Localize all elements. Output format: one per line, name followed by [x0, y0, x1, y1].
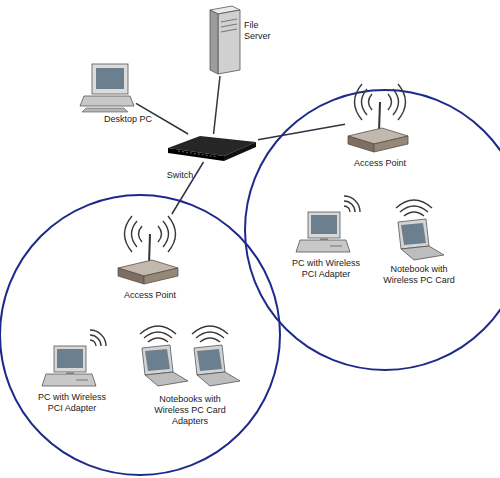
- wireless-pc-icon: [42, 330, 106, 386]
- device-label: Notebook with Wireless PC Card: [377, 264, 461, 286]
- device-node: Switch: [166, 134, 258, 162]
- device-label: Access Point: [110, 290, 190, 301]
- network-cable: [258, 124, 345, 140]
- device-label: PC with Wireless PCI Adapter: [284, 258, 368, 280]
- device-label: Switch: [160, 170, 200, 181]
- device-node: Desktop PC: [80, 60, 136, 114]
- notebook-icon: [140, 326, 188, 386]
- device-label: File Server: [244, 20, 280, 42]
- device-label: Access Point: [340, 158, 420, 169]
- device-node: Access Point: [345, 82, 415, 154]
- access-point-icon: [348, 84, 408, 152]
- switch-icon: [168, 136, 256, 161]
- desktop-pc-icon: [80, 64, 134, 112]
- notebook-icon: [396, 200, 444, 260]
- device-label: Notebooks with Wireless PC Card Adapters: [151, 394, 229, 426]
- notebook-icon: [192, 326, 240, 386]
- device-label: Desktop PC: [88, 114, 168, 125]
- wireless-cell: [0, 195, 280, 475]
- network-cable: [172, 162, 204, 214]
- file-server-icon: [210, 6, 240, 74]
- device-node: File Server: [206, 4, 242, 76]
- device-node: PC with Wireless PCI Adapter: [40, 328, 104, 388]
- access-point-icon: [118, 216, 178, 284]
- device-node: PC with Wireless PCI Adapter: [294, 194, 358, 254]
- device-label: PC with Wireless PCI Adapter: [30, 392, 114, 414]
- device-node: Notebook with Wireless PC Card: [390, 198, 448, 260]
- wireless-pc-icon: [296, 196, 360, 252]
- network-cable: [214, 76, 220, 134]
- device-node: Access Point: [115, 214, 185, 286]
- device-node: Notebooks with Wireless PC Card Adapters: [136, 324, 244, 388]
